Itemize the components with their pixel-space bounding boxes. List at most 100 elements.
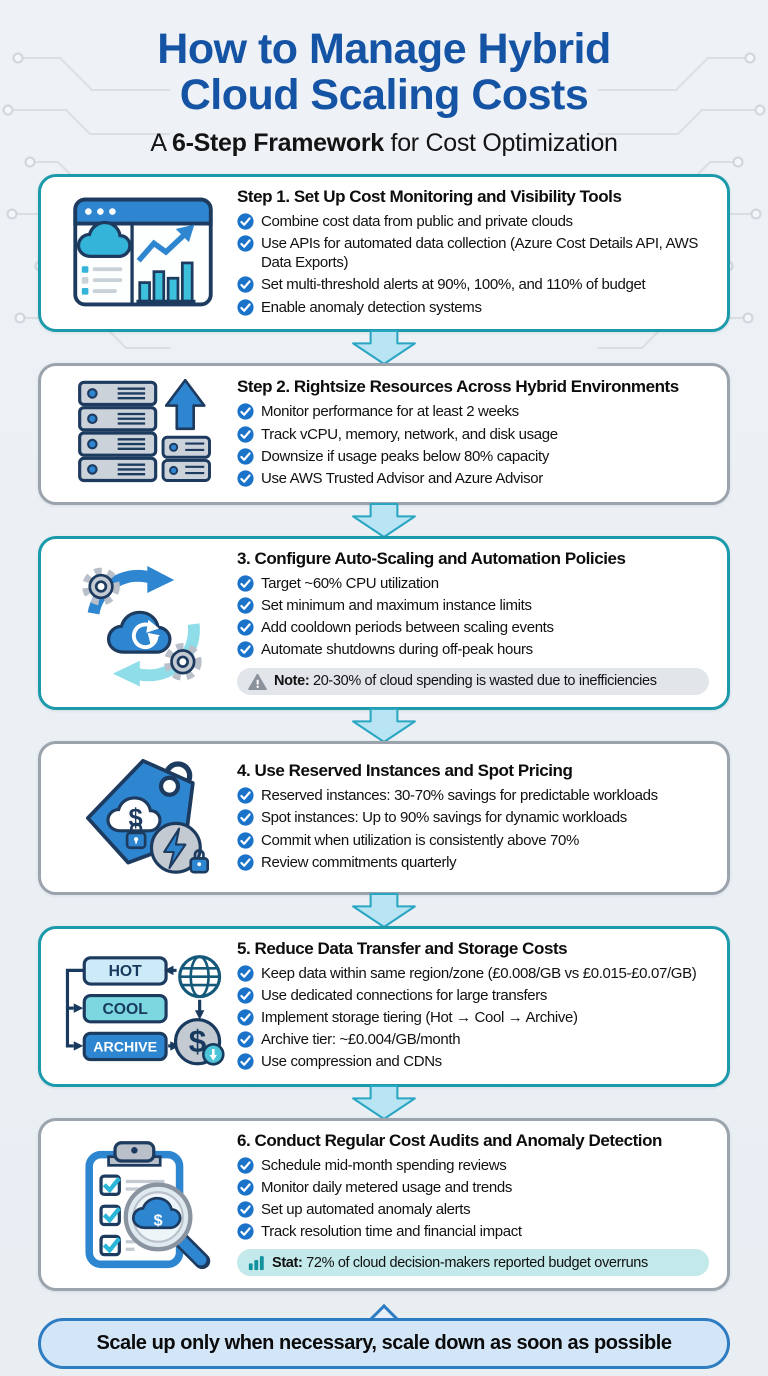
svg-text:$: $ (189, 1024, 207, 1059)
bullet-text: Set multi-threshold alerts at 90%, 100%,… (261, 276, 646, 294)
step2-bullets: Monitor performance for at least 2 weeks… (237, 402, 709, 488)
cost-monitoring-dashboard-icon (73, 197, 213, 307)
check-icon (237, 575, 254, 592)
bullet-item: Reserved instances: 30-70% savings for p… (237, 786, 709, 805)
bullet-text: Keep data within same region/zone (£0.00… (261, 964, 697, 982)
stat-text: 72% of cloud decision-makers reported bu… (306, 1254, 648, 1271)
bullet-text: Spot instances: Up to 90% savings for dy… (261, 809, 627, 827)
tier-label-hot: HOT (109, 963, 143, 980)
down-arrow-icon (352, 893, 416, 929)
bullet-text: Monitor performance for at least 2 weeks (261, 403, 519, 421)
bullet-item: Automate shutdowns during off-peak hours (237, 640, 709, 659)
cost-audit-magnifier-icon: $ (85, 1141, 211, 1270)
bullet-item: Use APIs for automated data collection (… (237, 234, 709, 272)
check-icon (237, 831, 254, 849)
bullet-text: Review commitments quarterly (261, 853, 457, 871)
storage-tiering-icon: HOT COOL ARCHIVE $ (65, 955, 225, 1066)
header: How to Manage Hybrid Cloud Scaling Costs… (0, 0, 768, 158)
check-icon (237, 448, 254, 465)
bullet-item: Enable anomaly detection systems (237, 298, 709, 317)
bullet-text: Schedule mid-month spending reviews (261, 1156, 507, 1174)
bullet-item: Monitor daily metered usage and trends (237, 1178, 709, 1197)
step1-content: Step 1. Set Up Cost Monitoring and Visib… (237, 187, 713, 317)
bullet-text: Reserved instances: 30-70% savings for p… (261, 787, 658, 805)
bullet-item: Combine cost data from public and privat… (237, 212, 709, 231)
step3-content: 3. Configure Auto-Scaling and Automation… (237, 549, 713, 695)
bullet-item: Use dedicated connections for large tran… (237, 986, 709, 1005)
note-badge: Note: 20-30% of cloud spending is wasted… (237, 667, 709, 695)
step3-title: 3. Configure Auto-Scaling and Automation… (237, 548, 626, 568)
bullet-text: Target ~60% CPU utilization (261, 574, 439, 592)
bullet-item: Commit when utilization is consistently … (237, 831, 709, 850)
bullet-item: Schedule mid-month spending reviews (237, 1156, 709, 1175)
step5-bullets: Keep data within same region/zone (£0.00… (237, 964, 709, 1072)
check-icon (237, 403, 254, 421)
check-icon (237, 787, 254, 804)
check-icon (237, 1223, 254, 1240)
subtitle-bold: 6-Step Framework (171, 128, 384, 157)
check-icon (237, 235, 254, 252)
check-icon (237, 987, 254, 1004)
bullet-item: Set minimum and maximum instance limits (237, 596, 709, 615)
step6-bullets: Schedule mid-month spending reviews Moni… (237, 1156, 709, 1242)
step5-title: 5. Reduce Data Transfer and Storage Cost… (237, 938, 568, 958)
bullet-item: Spot instances: Up to 90% savings for dy… (237, 808, 709, 827)
step4-icon-col: $ (49, 754, 237, 880)
check-icon (237, 213, 254, 230)
check-icon (237, 641, 254, 658)
step3-bullets: Target ~60% CPU utilization Set minimum … (237, 574, 709, 660)
check-icon (237, 276, 254, 294)
reserved-instances-price-tag-icon: $ (85, 758, 210, 874)
bullet-text: Combine cost data from public and privat… (261, 212, 573, 230)
check-icon (237, 854, 254, 871)
step-card-6: $ 6. Conduct Regular Cost Audits and Ano… (38, 1117, 730, 1292)
step6-icon-col: $ (49, 1137, 237, 1270)
connector-gap (38, 708, 730, 744)
step5-content: 5. Reduce Data Transfer and Storage Cost… (237, 939, 713, 1072)
check-icon (237, 1156, 254, 1174)
bullet-item: Archive tier: ~£0.004/GB/month (237, 1030, 709, 1049)
step4-bullets: Reserved instances: 30-70% savings for p… (237, 786, 709, 872)
step-card-5: HOT COOL ARCHIVE $ (38, 925, 730, 1087)
step1-bullets: Combine cost data from public and privat… (237, 212, 709, 317)
bullet-text: Use AWS Trusted Advisor and Azure Adviso… (261, 470, 543, 487)
bullet-item: Set up automated anomaly alerts (237, 1200, 709, 1219)
connector-gap (38, 330, 730, 366)
check-icon (237, 299, 254, 316)
bullet-text: Downsize if usage peaks below 80% capaci… (261, 447, 549, 465)
subtitle-suffix: for Cost Optimization (383, 128, 618, 157)
bullet-item: Track resolution time and financial impa… (237, 1222, 709, 1241)
bullet-text: Use APIs for automated data collection (… (261, 235, 699, 272)
step2-title: Step 2. Rightsize Resources Across Hybri… (237, 377, 679, 397)
step2-content: Step 2. Rightsize Resources Across Hybri… (237, 377, 713, 488)
page-subtitle: A 6-Step Framework for Cost Optimization (0, 129, 768, 158)
down-arrow-icon (352, 708, 416, 744)
step1-icon-col (49, 193, 237, 311)
auto-scaling-icon (82, 565, 202, 687)
bullet-item: Target ~60% CPU utilization (237, 574, 709, 593)
down-arrow-icon (352, 503, 416, 539)
note-text: 20-30% of cloud spending is wasted due t… (313, 673, 657, 690)
bullet-text: Set minimum and maximum instance limits (261, 597, 532, 614)
bullet-text: Commit when utilization is consistently … (261, 831, 580, 849)
step5-icon-col: HOT COOL ARCHIVE $ (49, 941, 237, 1069)
step-card-4: $ 4. Use Reserved Instances and Spot Pri… (38, 740, 730, 895)
bullet-text: Set up automated anomaly alerts (261, 1200, 471, 1218)
check-icon (237, 1179, 254, 1196)
step2-icon-col (49, 376, 237, 490)
check-icon (237, 1053, 254, 1070)
bullet-item: Use AWS Trusted Advisor and Azure Adviso… (237, 469, 709, 488)
server-rightsizing-icon (78, 378, 211, 482)
check-icon (237, 470, 254, 487)
step4-title: 4. Use Reserved Instances and Spot Prici… (237, 761, 573, 781)
down-arrow-icon (352, 330, 416, 366)
footer-banner: Scale up only when necessary, scale down… (38, 1318, 730, 1370)
step1-title: Step 1. Set Up Cost Monitoring and Visib… (237, 186, 622, 206)
tier-label-archive: ARCHIVE (93, 1040, 157, 1056)
check-icon (237, 1031, 254, 1048)
check-icon (237, 597, 254, 614)
bullet-item: Implement storage tiering (Hot → Cool → … (237, 1008, 709, 1027)
bullet-item: Downsize if usage peaks below 80% capaci… (237, 447, 709, 466)
check-icon (237, 426, 254, 443)
steps-list: Step 1. Set Up Cost Monitoring and Visib… (38, 173, 730, 1292)
